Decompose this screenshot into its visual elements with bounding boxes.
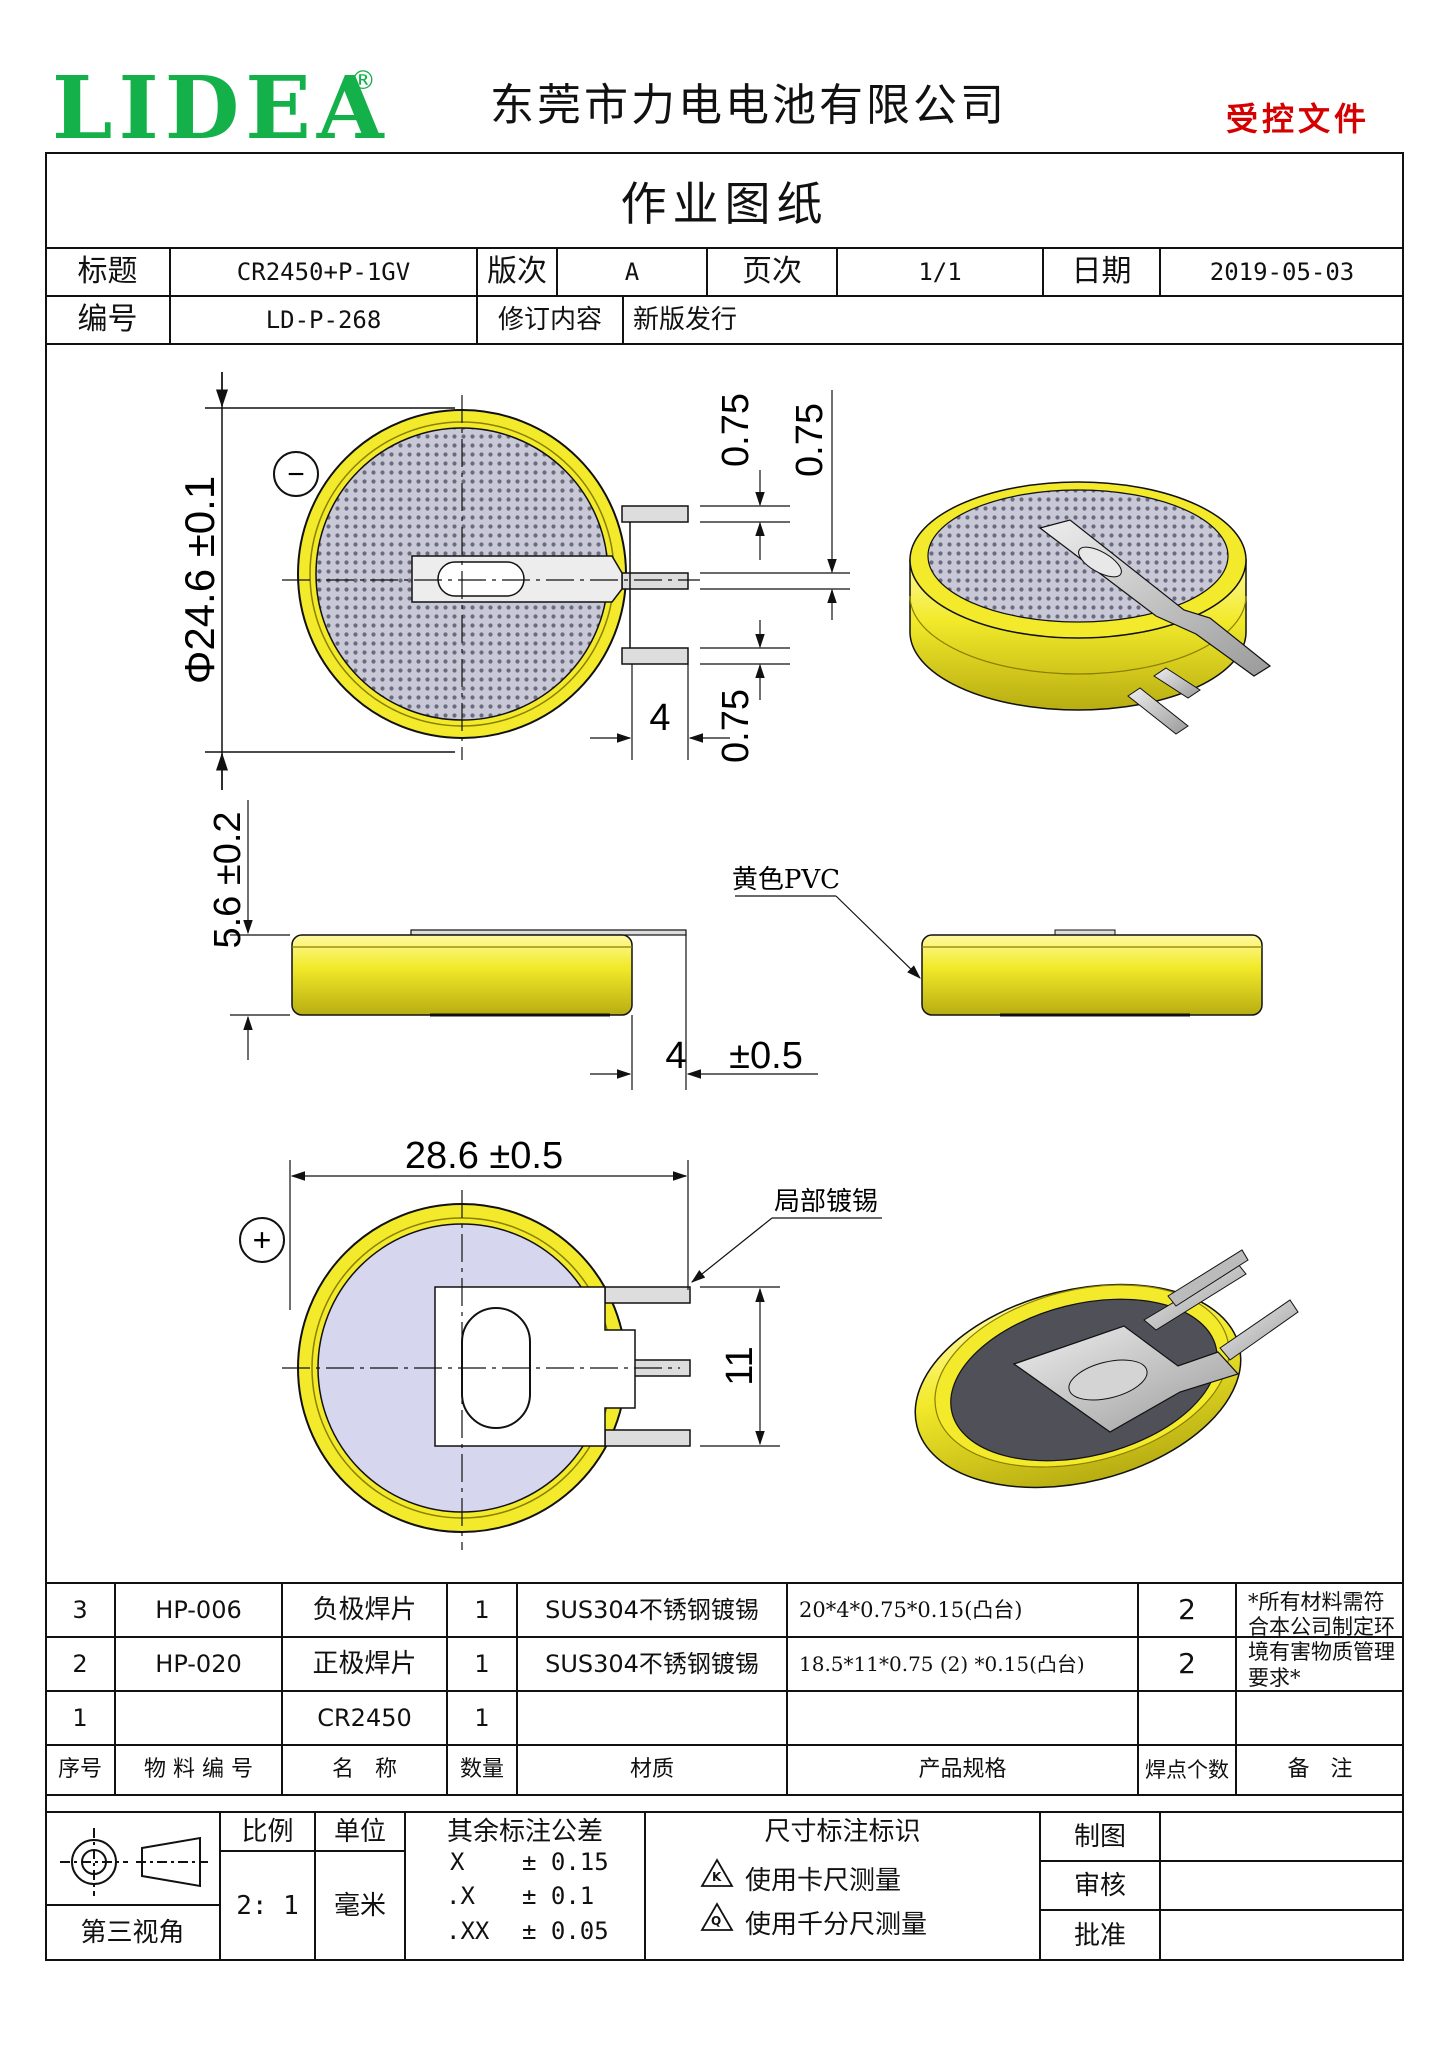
- bom-header-name: 名 称: [332, 1757, 397, 1782]
- controlled-document-stamp: 受控文件: [1226, 100, 1371, 138]
- positive-symbol: +: [253, 1222, 272, 1258]
- bom-row-1-name: CR2450: [317, 1704, 412, 1732]
- tab-length-label: 4: [649, 697, 670, 739]
- projection-label: 第三视角: [80, 1918, 185, 1948]
- bom-header-remark: 备 注: [1287, 1757, 1353, 1782]
- date-value: 2019-05-03: [1209, 258, 1355, 286]
- company-logo: LIDEA: [52, 58, 390, 159]
- bom-row-2-no: 2: [72, 1650, 88, 1678]
- scale-value: 2: 1: [236, 1891, 299, 1921]
- third-angle-projection-icon: [60, 1828, 208, 1896]
- document-title: 作业图纸: [620, 177, 829, 231]
- tolerance-label: 其余标注公差: [446, 1816, 603, 1847]
- bom-header-qty: 数量: [459, 1757, 504, 1782]
- scale-label: 比例: [241, 1816, 294, 1847]
- company-name: 东莞市力电电池有限公司: [490, 80, 1007, 131]
- bom-row-3-code: HP-006: [155, 1596, 242, 1624]
- diameter-dimension: [205, 372, 455, 790]
- page-value: 1/1: [918, 258, 962, 286]
- bom-row-1-points: [1138, 1691, 1236, 1745]
- bom-row-3-no: 3: [72, 1596, 88, 1624]
- positive-3d-view: [914, 1249, 1299, 1489]
- title-value: CR2450+P-1GV: [236, 258, 411, 286]
- date-label: 日期: [1071, 254, 1132, 289]
- tol-x-value: ± 0.15: [522, 1848, 609, 1876]
- tab-gap-thickness-label: 0.75: [789, 403, 831, 477]
- version-value: A: [624, 258, 640, 286]
- unit-value: 毫米: [333, 1891, 386, 1921]
- version-label: 版次: [487, 254, 547, 289]
- micrometer-text: 使用千分尺测量: [745, 1910, 928, 1940]
- bom-row-3-points: 2: [1178, 1593, 1196, 1626]
- bom-row-1-material: [517, 1691, 787, 1745]
- bom-header-spec: 产品规格: [918, 1757, 1007, 1782]
- tol-2-value: ± 0.05: [522, 1917, 609, 1945]
- page-label: 页次: [742, 254, 802, 289]
- side-tab-tolerance-label: ±0.5: [729, 1035, 803, 1077]
- dimension-mark-label: 尺寸标注标识: [764, 1816, 921, 1847]
- bom-row-1-spec: [787, 1691, 1138, 1745]
- bom-row-1-qty: 1: [474, 1704, 490, 1732]
- micrometer-symbol: Q: [711, 1914, 722, 1928]
- tab-bottom-thickness-label: 0.75: [715, 689, 757, 763]
- bom-header-no: 序号: [57, 1757, 102, 1782]
- negative-symbol: −: [287, 458, 305, 491]
- bom-row-2-code: HP-020: [155, 1650, 242, 1678]
- check-label: 审核: [1073, 1870, 1126, 1901]
- bom-row-3-spec: 20*4*0.75*0.15(凸台): [799, 1597, 1023, 1622]
- bom-row-2-qty: 1: [474, 1650, 490, 1678]
- bom-row-2-material: SUS304不锈钢镀锡: [545, 1650, 759, 1678]
- overall-width-label: 28.6 ±0.5: [405, 1135, 563, 1177]
- tol-1-value: ± 0.1: [522, 1882, 595, 1910]
- negative-top-view: −: [273, 395, 700, 760]
- bom-note: *所有材料需符合本公司制定环境有害物质管理要求*: [1248, 1590, 1395, 1690]
- bom-row-3-material: SUS304不锈钢镀锡: [545, 1596, 759, 1624]
- tol-x-key: X: [450, 1848, 465, 1876]
- number-label: 编号: [77, 302, 138, 337]
- drawing-frame: [45, 152, 1404, 1961]
- revision-value: 新版发行: [633, 305, 738, 335]
- bom-row-1-code: [115, 1691, 282, 1745]
- bom-row-2-name: 正极焊片: [312, 1649, 417, 1679]
- tab-length-dimension: [590, 664, 730, 760]
- bom-row-2-points: 2: [1178, 1647, 1196, 1680]
- bom-row-3-qty: 1: [474, 1596, 490, 1624]
- thickness-dimension: [230, 800, 818, 1090]
- plating-callout: 局部镀锡: [774, 1187, 878, 1217]
- approve-label: 批准: [1073, 1920, 1126, 1951]
- side-view: [291, 929, 687, 1017]
- bom-row-3-name: 负极焊片: [312, 1595, 417, 1625]
- thickness-label: 5.6 ±0.2: [207, 811, 249, 948]
- positive-bottom-view: +: [239, 1190, 691, 1550]
- drawn-label: 制图: [1073, 1821, 1126, 1852]
- tab-span-label: 11: [719, 1346, 761, 1385]
- pvc-callout: 黄色PVC: [732, 865, 840, 895]
- tol-2-key: .XX: [446, 1917, 490, 1945]
- side-tab-length-label: 4: [665, 1035, 686, 1077]
- diameter-label: Φ24.6 ±0.1: [176, 476, 223, 684]
- bom-header-points: 焊点个数: [1145, 1757, 1229, 1782]
- overall-width-dimension: [289, 1160, 882, 1447]
- caliper-text: 使用卡尺测量: [745, 1866, 902, 1896]
- revision-label: 修订内容: [497, 305, 602, 335]
- bom-row-1-no: 1: [72, 1704, 88, 1732]
- negative-3d-view: [909, 481, 1272, 735]
- bom-header-material: 材质: [629, 1757, 674, 1782]
- side-view-right: [735, 895, 1263, 1017]
- title-label: 标题: [77, 254, 138, 289]
- bom-header-code: 物 料 编 号: [144, 1757, 253, 1782]
- number-value: LD-P-268: [265, 306, 382, 334]
- tab-top-thickness-label: 0.75: [715, 393, 757, 467]
- measure-symbols: [700, 1858, 734, 1931]
- bom-row-2-spec: 18.5*11*0.75 (2) *0.15(凸台): [799, 1652, 1085, 1676]
- tab-thickness-dimensions: [700, 390, 850, 700]
- caliper-symbol: K: [712, 1870, 722, 1884]
- unit-label: 单位: [333, 1816, 386, 1847]
- registered-mark: ®: [350, 66, 376, 96]
- tol-1-key: .X: [446, 1882, 475, 1910]
